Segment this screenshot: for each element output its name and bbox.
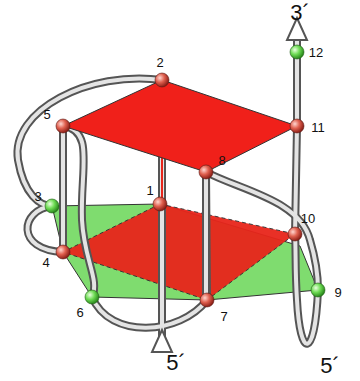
residue-number: 5 bbox=[43, 108, 50, 121]
residue-number: 7 bbox=[220, 310, 227, 323]
residue-number: 11 bbox=[311, 121, 325, 134]
strand bbox=[206, 172, 207, 300]
strand-end-label: 3´ bbox=[290, 2, 310, 24]
red-sphere bbox=[290, 119, 304, 133]
green-sphere bbox=[85, 290, 99, 304]
residue-number: 12 bbox=[309, 46, 323, 59]
residue-number: 6 bbox=[76, 306, 83, 319]
strand bbox=[17, 40, 318, 344]
residue-number: 4 bbox=[42, 256, 49, 269]
guanine-spheres bbox=[45, 45, 325, 307]
residue-number: 9 bbox=[334, 286, 341, 299]
green-sphere bbox=[45, 199, 59, 213]
residue-number: 1 bbox=[146, 184, 153, 197]
residue-number: 10 bbox=[301, 212, 315, 225]
red-plane bbox=[63, 80, 297, 172]
red-sphere bbox=[56, 119, 70, 133]
red-sphere bbox=[56, 245, 70, 259]
red-sphere bbox=[200, 293, 214, 307]
strand-end-label: 5´ bbox=[166, 352, 186, 374]
arrow-5prime bbox=[152, 330, 172, 352]
green-sphere bbox=[290, 45, 304, 59]
residue-number: 2 bbox=[156, 56, 163, 69]
residue-number: 3 bbox=[34, 190, 41, 203]
red-sphere bbox=[288, 227, 302, 241]
red-sphere bbox=[199, 165, 213, 179]
red-sphere bbox=[153, 197, 167, 211]
residue-number: 8 bbox=[218, 154, 225, 167]
green-sphere bbox=[311, 283, 325, 297]
red-sphere bbox=[155, 73, 169, 87]
strand-end-label: 5´ bbox=[320, 355, 340, 377]
